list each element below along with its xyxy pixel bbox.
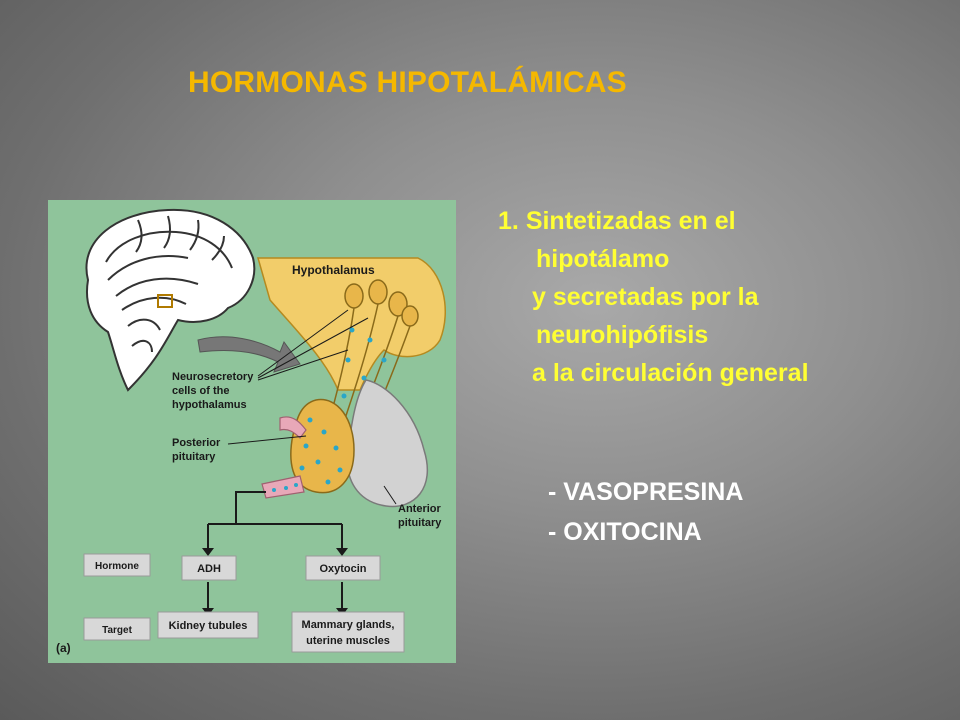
description-line-1: 1. Sintetizadas en el bbox=[498, 202, 938, 240]
magnify-arrow-icon bbox=[197, 336, 301, 373]
label-neurosecretory-1: Neurosecretory bbox=[172, 371, 254, 383]
pituitary-diagram: Hypothalamus Neurosecretory cells of the… bbox=[48, 200, 456, 663]
label-mammary-1: Mammary glands, bbox=[302, 619, 395, 631]
label-neurosecretory-3: hypothalamus bbox=[172, 399, 247, 411]
hormone-item-vasopresina: - VASOPRESINA bbox=[548, 478, 744, 506]
label-kidney: Kidney tubules bbox=[169, 620, 248, 632]
label-adh: ADH bbox=[197, 563, 221, 575]
flow-lines bbox=[207, 491, 343, 610]
posterior-granules bbox=[299, 417, 343, 485]
slide-title: HORMONAS HIPOTALÁMICAS bbox=[188, 66, 627, 99]
hormone-item-oxitocina: - OXITOCINA bbox=[548, 518, 702, 546]
description-text: 1. Sintetizadas en el hipotálamo y secre… bbox=[498, 202, 938, 392]
hormone-list: - VASOPRESINA - OXITOCINA bbox=[548, 472, 743, 552]
label-oxytocin: Oxytocin bbox=[319, 563, 366, 575]
hormone-key-box bbox=[83, 553, 151, 577]
mammary-box bbox=[291, 611, 405, 653]
label-panel: (a) bbox=[56, 641, 71, 655]
label-hypothalamus: Hypothalamus bbox=[292, 263, 375, 277]
label-target-key: Target bbox=[102, 625, 132, 636]
oxytocin-box bbox=[305, 555, 381, 581]
point-number: 1. bbox=[498, 207, 519, 235]
description-line-5: a la circulación general bbox=[532, 359, 809, 387]
description-line-3: y secretadas por la bbox=[532, 283, 759, 311]
anterior-pointer-line bbox=[383, 485, 397, 505]
neurosecretory-pointer-lines bbox=[257, 309, 369, 381]
brain-illustration bbox=[85, 208, 256, 392]
label-posterior-2: pituitary bbox=[172, 451, 216, 463]
kidney-box bbox=[157, 611, 259, 639]
label-posterior-1: Posterior bbox=[172, 437, 221, 449]
blood-vessel-lower bbox=[261, 475, 305, 499]
description-line-2: hipotálamo bbox=[536, 245, 670, 273]
blood-vessel-upper bbox=[279, 416, 307, 439]
diagram-svg: Hypothalamus Neurosecretory cells of the… bbox=[48, 200, 456, 663]
zoom-box-icon bbox=[157, 294, 173, 308]
label-neurosecretory-2: cells of the bbox=[172, 385, 229, 397]
description-line-4: neurohipófisis bbox=[536, 321, 709, 349]
label-anterior-2: pituitary bbox=[398, 517, 442, 529]
label-hormone-key: Hormone bbox=[95, 561, 139, 572]
label-anterior-1: Anterior bbox=[398, 503, 442, 515]
adh-box bbox=[181, 555, 237, 581]
posterior-pointer-line bbox=[227, 435, 307, 445]
vessel-granules bbox=[272, 483, 298, 492]
target-key-box bbox=[83, 617, 151, 641]
point-line-1: Sintetizadas en el bbox=[525, 207, 736, 235]
label-mammary-2: uterine muscles bbox=[306, 635, 390, 647]
